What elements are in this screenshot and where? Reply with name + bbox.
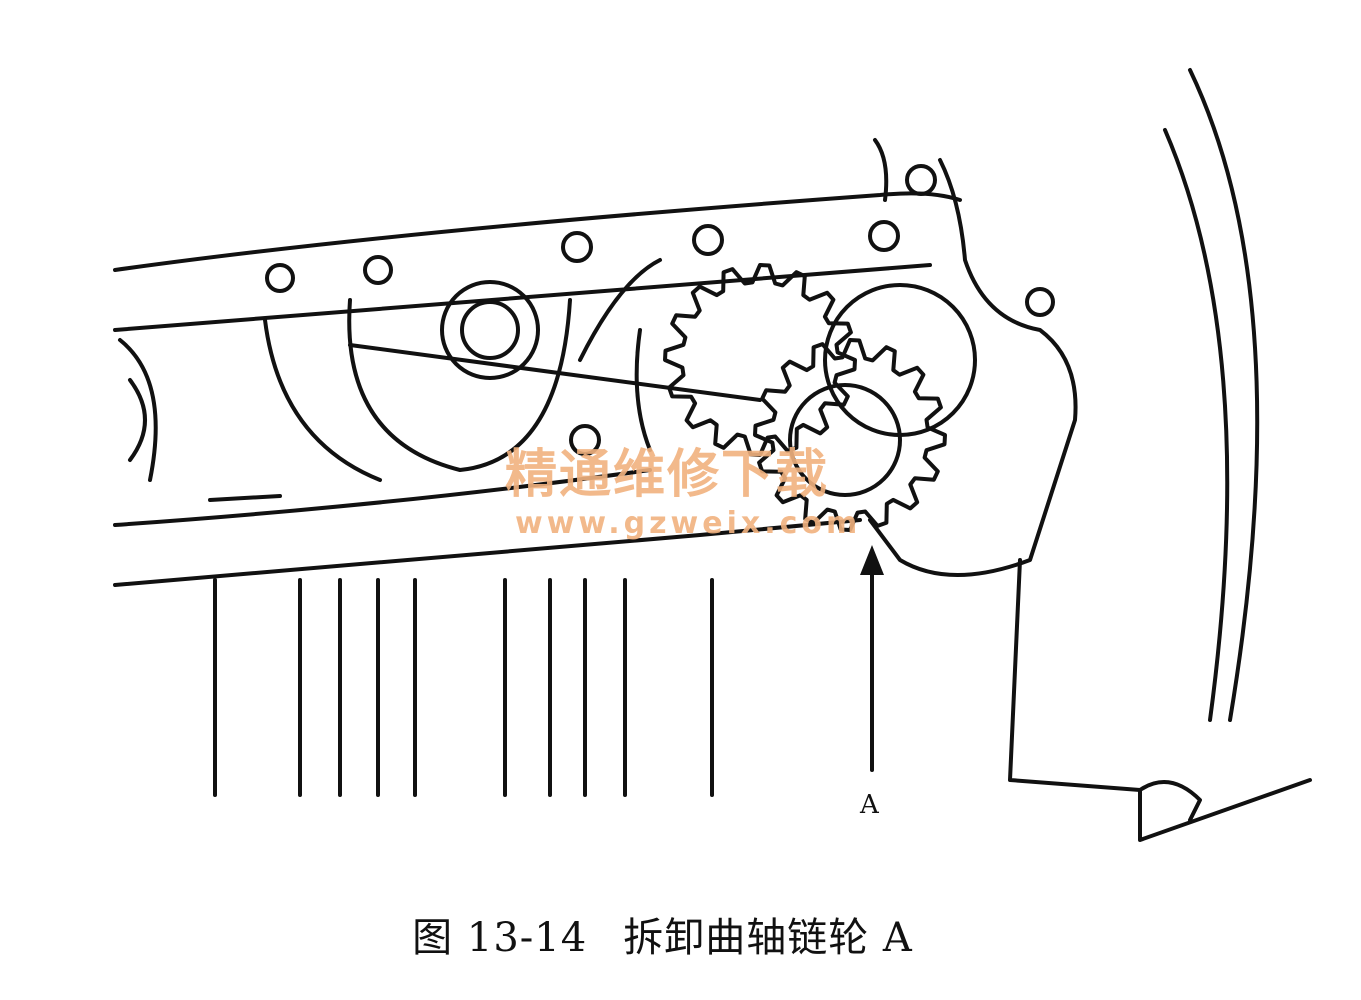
figure-caption: 图 13-14 拆卸曲轴链轮 A [0, 915, 1361, 961]
cam-pulley-inner [460, 300, 520, 360]
fender-curve-outer [1188, 68, 1260, 722]
engine-block-lower-edge [113, 263, 932, 332]
oil-pan-flange [208, 494, 282, 502]
cam-pulley-outer [440, 280, 540, 380]
front-case-curve [578, 258, 662, 452]
watermark-url: www.gzweix.com [515, 506, 862, 541]
oil-pan-rail [113, 468, 652, 527]
sprocket-hub [788, 383, 902, 497]
watermark-title: 精通维修下载 [505, 445, 830, 505]
left-fan [118, 338, 158, 482]
pulley-housing [263, 298, 572, 482]
crankshaft-sprocket [663, 263, 947, 532]
pointer-label-a: A [860, 790, 879, 820]
caption-text: 拆卸曲轴链轮 A [623, 915, 913, 961]
bolt-holes [265, 164, 1055, 456]
fender-curve-inner [1163, 128, 1230, 722]
engine-block-top-edge [113, 191, 962, 272]
belt-line [348, 343, 762, 402]
crank-seal-ring [823, 283, 977, 437]
oil-pan-fins [213, 578, 714, 797]
oil-pan-rail-lower [113, 518, 862, 587]
fender-notch [1138, 780, 1202, 822]
sprocket-rear-teeth [663, 263, 857, 457]
arrow-head [860, 545, 884, 575]
sprocket-front-teeth [753, 338, 947, 532]
caption-number: 图 13-14 [412, 915, 588, 961]
cover-lower [1008, 558, 1312, 842]
timing-cover [868, 138, 1078, 577]
